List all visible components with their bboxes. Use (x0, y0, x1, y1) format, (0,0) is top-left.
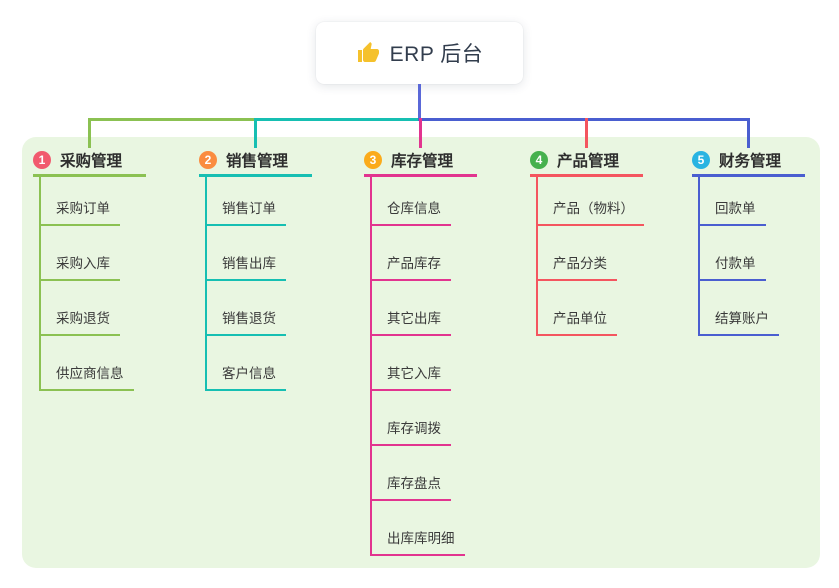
branch-item-label: 库存调拨 (372, 417, 451, 446)
connector-line (419, 118, 422, 148)
branch-item-label: 产品（物料） (538, 197, 644, 226)
branch-label: 销售管理 (226, 152, 289, 170)
branch-number-badge: 2 (199, 150, 217, 169)
branch-header[interactable]: 2 销售管理 (199, 145, 312, 177)
branch-number-badge: 4 (530, 150, 548, 169)
branch-item-label: 出库库明细 (372, 527, 465, 556)
branches-panel (22, 137, 820, 568)
branch-item-label: 结算账户 (700, 307, 779, 336)
branch-item[interactable]: 客户信息 (207, 336, 312, 391)
branch-item-label: 采购入库 (41, 252, 120, 281)
branch-item-list: 产品（物料） 产品分类产品单位 (536, 177, 644, 336)
branch-item[interactable]: 供应商信息 (41, 336, 146, 391)
branch-item-list: 采购订单采购入库采购退货供应商信息 (39, 177, 146, 391)
branch-item[interactable]: 结算账户 (700, 281, 805, 336)
branch-item[interactable]: 付款单 (700, 226, 805, 281)
branch-item[interactable]: 仓库信息 (372, 177, 477, 226)
connector-line (418, 84, 421, 121)
branch-item-label: 产品分类 (538, 252, 617, 281)
branch-item-label: 销售出库 (207, 252, 286, 281)
branch-item[interactable]: 采购订单 (41, 177, 146, 226)
connector-line (254, 118, 418, 121)
connector-line (418, 118, 750, 121)
branch-item[interactable]: 产品（物料） (538, 177, 644, 226)
branch-item[interactable]: 库存调拨 (372, 391, 477, 446)
branch-label: 采购管理 (60, 152, 123, 170)
branch-label: 库存管理 (391, 152, 454, 170)
root-node[interactable]: ERP 后台 (316, 22, 523, 84)
connector-line (585, 118, 588, 148)
branch-item-label: 产品库存 (372, 252, 451, 281)
branch-item-label: 产品单位 (538, 307, 617, 336)
branch-5: 5 财务管理回款单付款单结算账户 (692, 145, 805, 336)
branch-header[interactable]: 5 财务管理 (692, 145, 805, 177)
branch-item-label: 供应商信息 (41, 362, 134, 391)
connector-line (88, 118, 91, 148)
branch-item[interactable]: 产品库存 (372, 226, 477, 281)
branch-number-badge: 3 (364, 150, 382, 169)
branch-2: 2 销售管理销售订单销售出库销售退货客户信息 (199, 145, 312, 391)
branch-4: 4 产品管理产品（物料） 产品分类产品单位 (530, 145, 644, 336)
branch-item-list: 销售订单销售出库销售退货客户信息 (205, 177, 312, 391)
branch-number-badge: 5 (692, 150, 710, 169)
branch-item-label: 其它出库 (372, 307, 451, 336)
thumbs-up-icon (357, 42, 379, 62)
branch-header[interactable]: 4 产品管理 (530, 145, 643, 177)
branch-header[interactable]: 3 库存管理 (364, 145, 477, 177)
root-title: ERP 后台 (389, 43, 484, 66)
branch-item-label: 采购退货 (41, 307, 120, 336)
branch-item[interactable]: 销售订单 (207, 177, 312, 226)
connector-line (747, 118, 750, 148)
branch-item[interactable]: 回款单 (700, 177, 805, 226)
branch-item-label: 销售退货 (207, 307, 286, 336)
branch-label: 产品管理 (557, 152, 620, 170)
branch-item[interactable]: 产品单位 (538, 281, 643, 336)
branch-item-list: 回款单付款单结算账户 (698, 177, 805, 336)
branch-item[interactable]: 采购入库 (41, 226, 146, 281)
branch-item-label: 回款单 (700, 197, 766, 226)
branch-header[interactable]: 1 采购管理 (33, 145, 146, 177)
branch-3: 3 库存管理仓库信息产品库存其它出库其它入库库存调拨库存盘点出库库明细 (364, 145, 477, 556)
branch-item[interactable]: 出库库明细 (372, 501, 477, 556)
branch-item-label: 采购订单 (41, 197, 120, 226)
branch-item[interactable]: 产品分类 (538, 226, 643, 281)
branch-item-list: 仓库信息产品库存其它出库其它入库库存调拨库存盘点出库库明细 (370, 177, 477, 556)
connector-line (254, 118, 257, 148)
branch-item-label: 库存盘点 (372, 472, 451, 501)
branch-label: 财务管理 (719, 152, 782, 170)
branch-item-label: 仓库信息 (372, 197, 451, 226)
branch-item[interactable]: 库存盘点 (372, 446, 477, 501)
branch-item-label: 其它入库 (372, 362, 451, 391)
branch-item[interactable]: 销售退货 (207, 281, 312, 336)
connector-line (88, 118, 257, 121)
branch-1: 1 采购管理采购订单采购入库采购退货供应商信息 (33, 145, 146, 391)
branch-item-label: 客户信息 (207, 362, 286, 391)
branch-number-badge: 1 (33, 150, 51, 169)
branch-item[interactable]: 采购退货 (41, 281, 146, 336)
branch-item-label: 付款单 (700, 252, 766, 281)
branch-item[interactable]: 销售出库 (207, 226, 312, 281)
branch-item-label: 销售订单 (207, 197, 286, 226)
branch-item[interactable]: 其它出库 (372, 281, 477, 336)
branch-item[interactable]: 其它入库 (372, 336, 477, 391)
